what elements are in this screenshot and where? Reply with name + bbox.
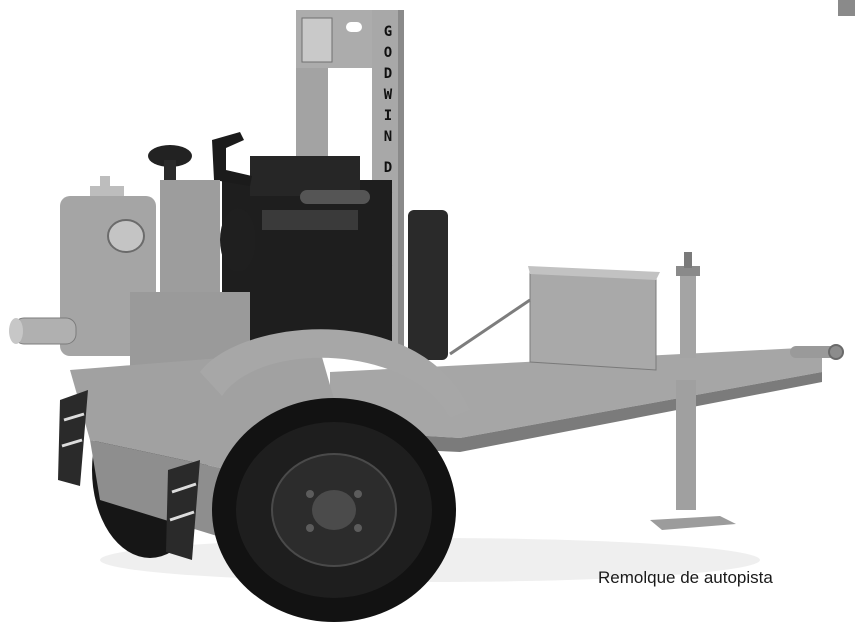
- jack-stand: [650, 252, 736, 530]
- front-wheel: [212, 398, 456, 622]
- mud-flap-right: [166, 460, 200, 560]
- mast-letter: G: [384, 24, 392, 40]
- fender: [200, 329, 470, 418]
- mast-letter: D: [384, 66, 392, 82]
- mud-flap-left: [58, 390, 88, 486]
- image-caption: Remolque de autopista: [598, 568, 773, 587]
- corner-gray-block: [838, 0, 855, 16]
- mast-letter: I: [384, 108, 392, 124]
- pump-housing: [9, 176, 256, 372]
- mast-letter: D: [384, 160, 392, 176]
- battery-box: [449, 266, 660, 371]
- mast-letter: W: [384, 87, 393, 103]
- mast-letter: O: [384, 45, 392, 61]
- engine: [148, 132, 448, 360]
- mast-letter: N: [384, 129, 392, 145]
